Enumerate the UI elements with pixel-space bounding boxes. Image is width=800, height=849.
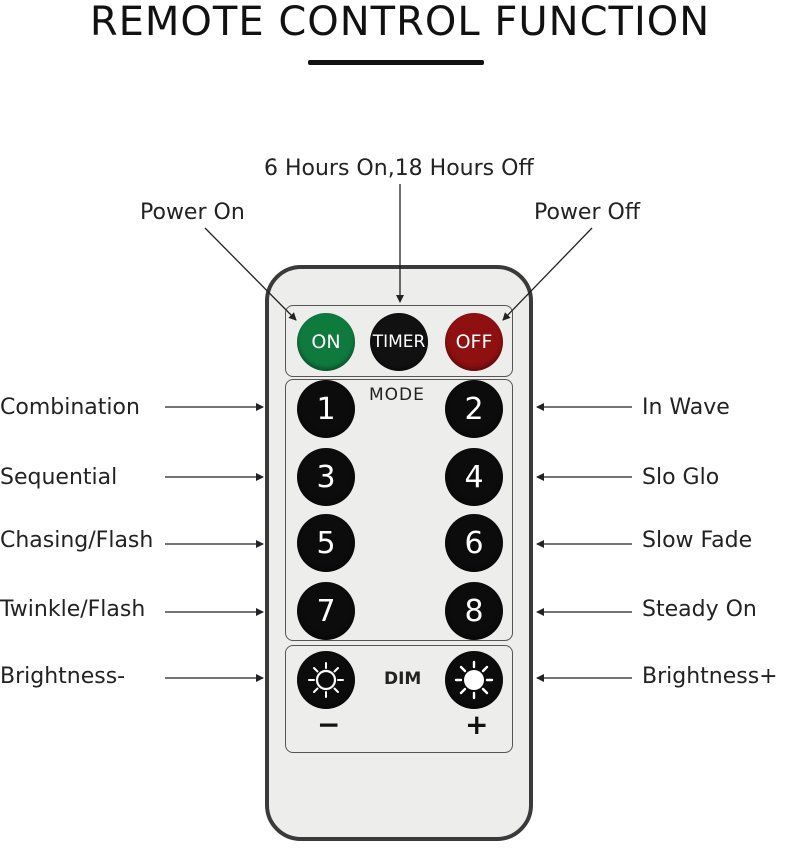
button-2-label: 2 (464, 391, 484, 427)
brightness-minus-label: Brightness- (0, 664, 126, 689)
chasing-flash-label: Chasing/Flash (0, 528, 154, 553)
timer-button[interactable]: TIMER (370, 313, 428, 371)
button-8-label: 8 (464, 593, 484, 629)
page-title: REMOTE CONTROL FUNCTION (89, 0, 711, 45)
sequential-label: Sequential (0, 465, 118, 490)
button-6[interactable]: 6 (445, 514, 503, 572)
power-panel (285, 305, 513, 377)
on-button-label: ON (311, 331, 341, 353)
remote-control: ON TIMER OFF MODE 1 2 3 4 5 6 7 8 DIM (265, 265, 533, 841)
power-on-label: Power On (140, 200, 245, 225)
button-2[interactable]: 2 (445, 380, 503, 438)
sun-outline-icon (308, 662, 344, 698)
button-4-label: 4 (464, 459, 484, 495)
button-4[interactable]: 4 (445, 448, 503, 506)
minus-sign: − (317, 708, 341, 741)
dim-label: DIM (384, 669, 422, 689)
button-8[interactable]: 8 (445, 582, 503, 640)
button-5[interactable]: 5 (297, 514, 355, 572)
button-7-label: 7 (316, 593, 336, 629)
timer-label: 6 Hours On,18 Hours Off (264, 156, 534, 181)
off-button[interactable]: OFF (445, 313, 503, 371)
slow-fade-label: Slow Fade (642, 528, 753, 553)
dim-panel (285, 645, 513, 753)
power-off-label: Power Off (534, 200, 640, 225)
button-3[interactable]: 3 (297, 448, 355, 506)
button-5-label: 5 (316, 525, 336, 561)
mode-panel (285, 379, 513, 641)
steady-on-label: Steady On (642, 597, 757, 622)
button-3-label: 3 (316, 459, 336, 495)
timer-button-label: TIMER (372, 332, 426, 352)
power-off-arrow (502, 227, 593, 321)
button-6-label: 6 (464, 525, 484, 561)
twinkle-flash-label: Twinkle/Flash (0, 597, 146, 622)
in-wave-label: In Wave (642, 395, 730, 420)
brightness-plus-label: Brightness+ (642, 664, 778, 689)
power-on-arrow (204, 227, 297, 321)
brightness-up-button[interactable] (445, 651, 503, 709)
mode-label: MODE (369, 385, 425, 405)
brightness-down-button[interactable] (297, 651, 355, 709)
sun-filled-icon (454, 660, 494, 700)
plus-sign: + (465, 708, 489, 741)
slo-glo-label: Slo Glo (642, 465, 720, 490)
title-underline (308, 60, 484, 65)
button-1[interactable]: 1 (297, 380, 355, 438)
combination-label: Combination (0, 395, 140, 420)
off-button-label: OFF (455, 331, 493, 353)
button-1-label: 1 (316, 391, 336, 427)
on-button[interactable]: ON (297, 313, 355, 371)
button-7[interactable]: 7 (297, 582, 355, 640)
